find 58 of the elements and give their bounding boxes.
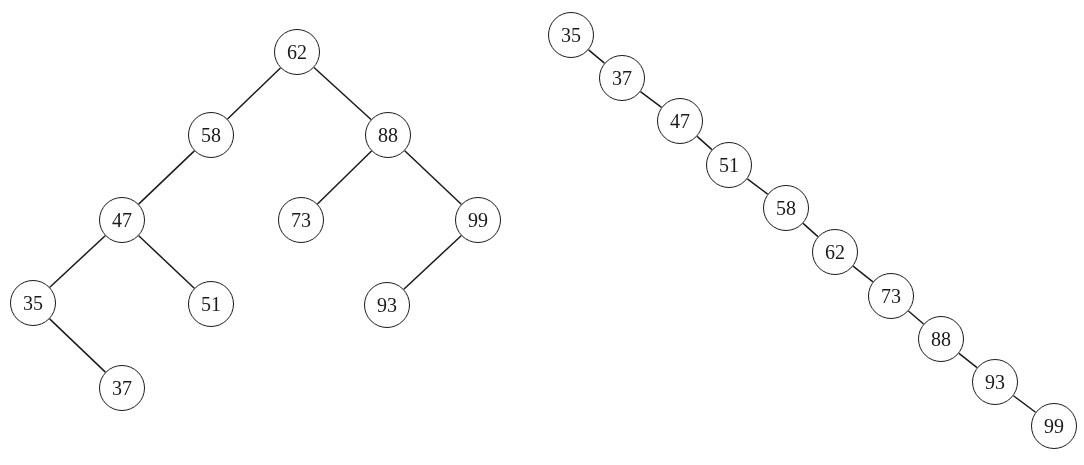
connector-line [48,318,107,373]
node-value: 73 [881,286,901,306]
node-circle [365,112,411,158]
node-value: 51 [719,155,739,175]
connector-line [403,234,462,291]
node-circle [657,98,703,144]
connector-line [137,150,196,205]
connector-line [802,222,819,238]
node-value: 58 [201,125,221,145]
connector-line [226,67,282,120]
node-value: 88 [378,125,398,145]
node-value: 99 [1044,416,1064,436]
node-circle [599,55,645,101]
node-value: 93 [985,372,1005,392]
node-value: 37 [112,378,132,398]
node-circle [278,197,324,243]
connector-line [316,150,373,205]
node-value: 47 [670,111,690,131]
node-value: 62 [287,42,307,62]
node-value: 35 [23,293,43,313]
node-circle [274,29,320,75]
node-circle [364,282,410,328]
node-circle [10,280,56,326]
node-circle [706,142,752,188]
node-circle [188,281,234,327]
connector-line [49,234,106,289]
node-circle [918,316,964,362]
connector-line [639,90,663,109]
node-circle [868,273,914,319]
connector-line [587,49,606,64]
node-circle [455,197,501,243]
node-circle [763,185,809,231]
node-value: 62 [825,242,845,262]
node-value: 58 [776,198,796,218]
connector-line [746,178,769,195]
node-value: 99 [468,210,488,230]
node-circle [548,12,594,58]
connector-line [696,135,713,151]
node-value: 35 [561,25,581,45]
connector-line [403,150,463,205]
connector-line [138,235,195,289]
connector-line [852,265,874,283]
node-value: 73 [291,210,311,230]
node-circle [972,359,1018,405]
node-value: 37 [612,68,632,88]
connector-line [313,66,372,121]
connector-line [907,310,925,325]
node-value: 88 [931,329,951,349]
node-circle [99,197,145,243]
node-circle [99,365,145,411]
node-value: 47 [112,210,132,230]
connector-line [958,352,978,369]
node-circle [188,112,234,158]
connector-line [1012,395,1037,413]
node-circle [812,229,858,275]
node-value: 51 [201,294,221,314]
node-circle [1031,403,1077,449]
node-value: 93 [377,295,397,315]
